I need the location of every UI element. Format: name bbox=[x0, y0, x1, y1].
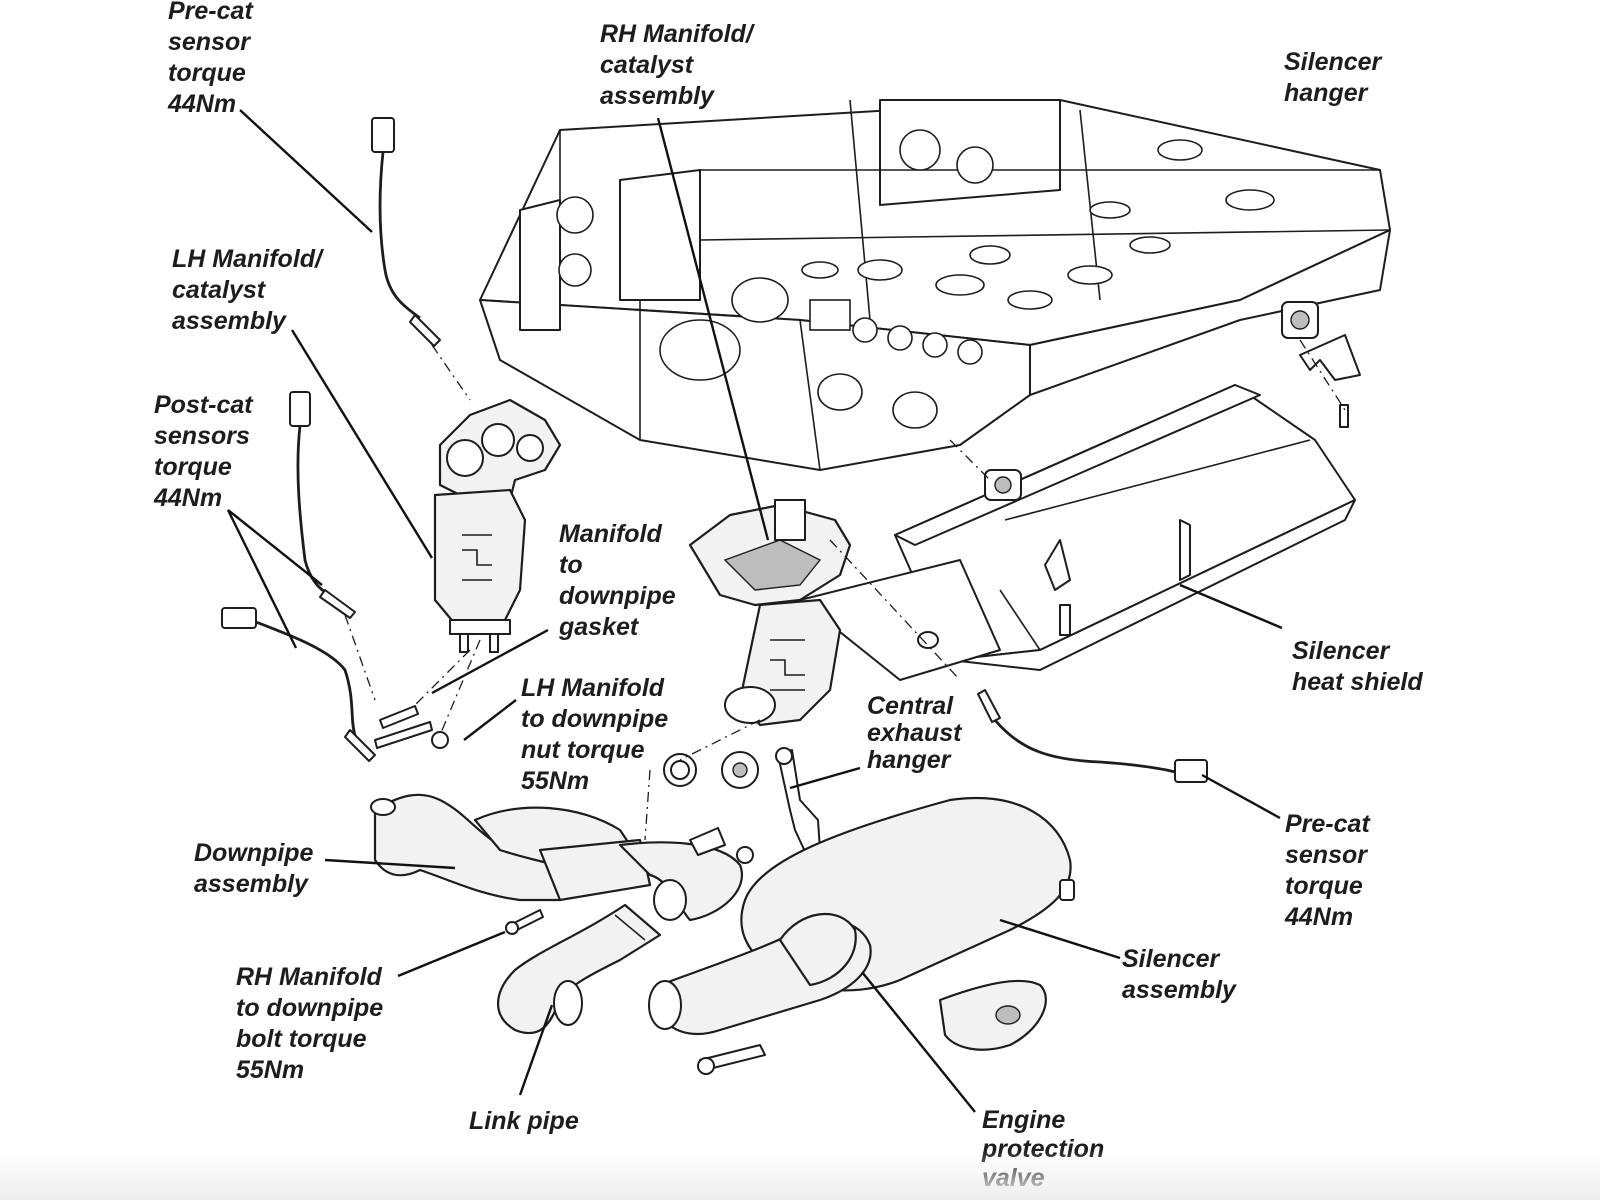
leader-lines bbox=[226, 109, 1283, 1113]
manifold-downpipe-gasket bbox=[374, 705, 759, 864]
rh-downpipe-bolt bbox=[505, 909, 544, 935]
lh-manifold-catalyst bbox=[433, 398, 562, 653]
silencer-assembly bbox=[648, 797, 1075, 1075]
central-exhaust-hanger bbox=[775, 747, 821, 859]
bottom-fade bbox=[0, 1150, 1600, 1200]
silencer-heat-shield bbox=[894, 384, 1356, 671]
precat-sensor-right bbox=[977, 689, 1208, 783]
assembly-centre-lines bbox=[344, 344, 991, 841]
postcat-sensor-upper bbox=[289, 391, 356, 619]
rear-subframe bbox=[479, 99, 1391, 471]
subframe-holes bbox=[556, 129, 1275, 429]
downpipe-assembly bbox=[370, 793, 743, 922]
plate-bolt bbox=[917, 631, 939, 649]
postcat-sensor-lower bbox=[221, 607, 376, 762]
rh-manifold-catalyst bbox=[688, 499, 852, 727]
precat-sensor-top bbox=[371, 117, 441, 347]
link-pipe bbox=[497, 903, 662, 1035]
label-link-pipe: Link pipe bbox=[469, 1107, 579, 1135]
central-heat-plate bbox=[799, 559, 1001, 681]
silencer-hanger bbox=[1281, 301, 1361, 428]
